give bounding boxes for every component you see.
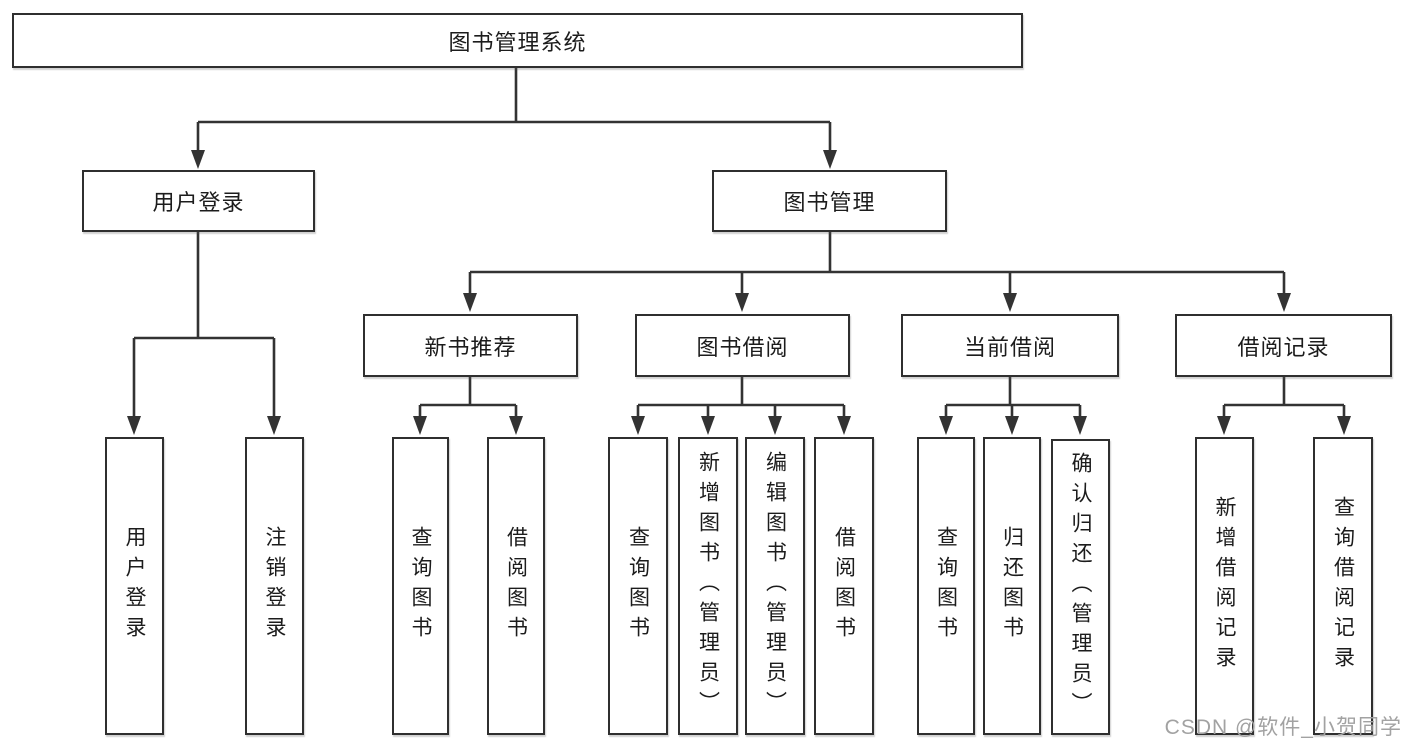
arrow-down-icon (768, 416, 782, 435)
node-book-management: 图书管理 (712, 170, 947, 232)
arrow-down-icon (1277, 293, 1291, 312)
arrow-down-icon (823, 150, 837, 169)
node-system-root-label: 图书管理系统 (448, 29, 587, 55)
arrow-down-icon (735, 293, 749, 312)
arrow-down-icon (267, 416, 281, 435)
leaf-user-login: 用户登录 (105, 437, 164, 735)
leaf-current-query-books-label: 查询图书 (934, 526, 958, 646)
node-book-management-label: 图书管理 (783, 190, 876, 215)
arrowheads-records (1217, 416, 1351, 435)
arrow-down-icon (1073, 416, 1087, 435)
node-new-book-recommend: 新书推荐 (363, 314, 578, 377)
connector-mgmt-to-children (468, 232, 1286, 294)
leaf-borrow-borrow-books: 借阅图书 (814, 437, 874, 735)
arrow-down-icon (191, 150, 205, 169)
connector-borrow-to-leaves (636, 377, 846, 417)
leaf-borrow-add-books-admin-label: 新增图书（管理员） (696, 451, 720, 721)
arrow-down-icon (1003, 293, 1017, 312)
arrow-down-icon (413, 416, 427, 435)
leaf-records-add-record-label: 新增借阅记录 (1213, 496, 1236, 676)
node-current-borrowing: 当前借阅 (901, 314, 1119, 377)
connector-current-to-leaves (944, 377, 1082, 417)
node-borrow-records: 借阅记录 (1175, 314, 1392, 377)
arrow-down-icon (701, 416, 715, 435)
leaf-records-query-record: 查询借阅记录 (1313, 437, 1373, 735)
arrowheads-login (127, 416, 281, 435)
arrow-down-icon (127, 416, 141, 435)
arrowheads-root (191, 150, 837, 169)
csdn-watermark: CSDN @软件_小贺同学 (1164, 716, 1402, 739)
connector-login-to-leaves (132, 232, 276, 417)
node-system-root: 图书管理系统 (12, 13, 1023, 68)
arrow-down-icon (939, 416, 953, 435)
connector-newbook-to-leaves (418, 377, 518, 417)
arrow-down-icon (631, 416, 645, 435)
leaf-borrow-edit-books-admin-label: 编辑图书（管理员） (763, 451, 787, 721)
arrowheads-newbook (413, 416, 523, 435)
node-user-login: 用户登录 (82, 170, 315, 232)
connector-root-to-branches (196, 68, 832, 151)
leaf-borrow-edit-books-admin: 编辑图书（管理员） (745, 437, 805, 735)
leaf-records-query-record-label: 查询借阅记录 (1331, 496, 1355, 676)
leaf-newbook-query-books-label: 查询图书 (409, 526, 432, 646)
leaf-current-return-books: 归还图书 (983, 437, 1041, 735)
leaf-newbook-borrow-books-label: 借阅图书 (504, 526, 528, 646)
leaf-borrow-borrow-books-label: 借阅图书 (832, 526, 856, 646)
node-new-book-recommend-label: 新书推荐 (424, 334, 517, 360)
arrow-down-icon (509, 416, 523, 435)
arrow-down-icon (837, 416, 851, 435)
arrow-down-icon (1005, 416, 1019, 435)
leaf-current-query-books: 查询图书 (917, 437, 975, 735)
leaf-records-add-record: 新增借阅记录 (1195, 437, 1254, 735)
node-borrow-records-label: 借阅记录 (1237, 334, 1330, 360)
arrow-down-icon (463, 293, 477, 312)
arrowheads-current (939, 416, 1087, 435)
leaf-borrow-add-books-admin: 新增图书（管理员） (678, 437, 738, 735)
node-user-login-label: 用户登录 (152, 190, 245, 215)
node-book-borrowing-label: 图书借阅 (696, 334, 789, 360)
leaf-logout: 注销登录 (245, 437, 304, 735)
arrowheads-mgmt (463, 293, 1291, 312)
leaf-current-confirm-return-admin: 确认归还（管理员） (1051, 439, 1110, 735)
leaf-newbook-query-books: 查询图书 (392, 437, 449, 735)
leaf-newbook-borrow-books: 借阅图书 (487, 437, 545, 735)
leaf-user-login-label: 用户登录 (123, 526, 146, 646)
leaf-current-return-books-label: 归还图书 (1000, 526, 1024, 646)
leaf-logout-label: 注销登录 (263, 526, 286, 646)
connector-records-to-leaves (1222, 377, 1346, 417)
node-current-borrowing-label: 当前借阅 (963, 334, 1056, 360)
leaf-borrow-query-books-label: 查询图书 (626, 526, 650, 646)
arrow-down-icon (1337, 416, 1351, 435)
node-book-borrowing: 图书借阅 (635, 314, 850, 377)
arrow-down-icon (1217, 416, 1231, 435)
leaf-borrow-query-books: 查询图书 (608, 437, 668, 735)
arrowheads-borrow (631, 416, 851, 435)
leaf-current-confirm-return-admin-label: 确认归还（管理员） (1069, 452, 1092, 722)
